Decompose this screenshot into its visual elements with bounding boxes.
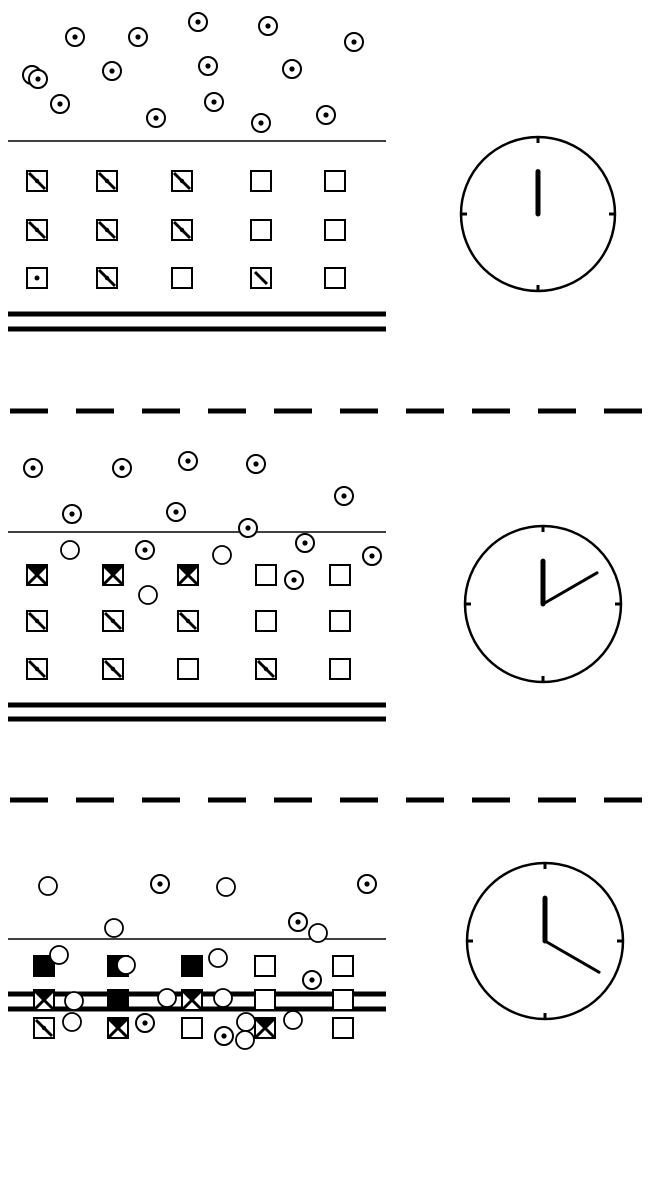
dotted-circle-center [57, 101, 62, 106]
grid-square-empty [333, 956, 353, 976]
open-circle [214, 989, 232, 1007]
dotted-circle-center [109, 68, 114, 73]
panel-3 [8, 863, 623, 1049]
grid-square-empty [333, 1018, 353, 1038]
dotted-circle-center [265, 23, 270, 28]
grid-square-empty [333, 990, 353, 1010]
dotted-circle-center [205, 63, 210, 68]
grid-square-dot [180, 228, 184, 232]
dotted-circle-center [69, 511, 74, 516]
grid-square-empty [255, 990, 275, 1010]
dotted-circle-center [309, 977, 314, 982]
grid-square-empty [182, 1018, 202, 1038]
grid-square-empty [325, 171, 345, 191]
dotted-circle-center [295, 919, 300, 924]
panel-2 [8, 452, 621, 719]
dotted-circle-center [72, 34, 77, 39]
grid-square-empty [330, 611, 350, 631]
grid-square-dot [186, 619, 190, 623]
open-circle [284, 1011, 302, 1029]
grid-square-empty [325, 220, 345, 240]
grid-square-dot [264, 667, 268, 671]
grid-square-dot [35, 179, 39, 183]
grid-square-empty [330, 565, 350, 585]
dotted-circle-center [245, 525, 250, 530]
open-circle [63, 1013, 81, 1031]
clock-icon [467, 863, 623, 1019]
dotted-circle-center [258, 120, 263, 125]
grid-square-dot [35, 228, 39, 232]
grid-square-dot [111, 619, 115, 623]
molecules [39, 875, 376, 1049]
open-circle [158, 989, 176, 1007]
molecules [23, 13, 363, 132]
dotted-circle-center [289, 66, 294, 71]
grid-square-empty [256, 565, 276, 585]
grid-square-dot [105, 228, 109, 232]
open-circle [237, 1013, 255, 1031]
dotted-circle-center [30, 465, 35, 470]
dotted-circle-center [185, 458, 190, 463]
dotted-circle-center [35, 76, 40, 81]
grid-square-empty [255, 956, 275, 976]
dotted-circle-center [153, 115, 158, 120]
dotted-circle-center [369, 553, 374, 558]
grid-square-dot [180, 179, 184, 183]
dotted-circle-center [221, 1033, 226, 1038]
dotted-circle-center [302, 540, 307, 545]
dotted-circle-center [291, 577, 296, 582]
grid-square-empty [256, 611, 276, 631]
grid-square-dot [105, 276, 109, 280]
grid-square-empty [251, 220, 271, 240]
grid-square-empty [178, 659, 198, 679]
dotted-circle-center [119, 465, 124, 470]
dotted-circle-center [157, 881, 162, 886]
dotted-circle-center [195, 19, 200, 24]
dotted-circle-center [142, 1020, 147, 1025]
dotted-circle-center [341, 493, 346, 498]
grid-square-empty [172, 268, 192, 288]
grid-square-dot [35, 667, 39, 671]
grid-square-empty [330, 659, 350, 679]
dotted-circle-center [351, 39, 356, 44]
grid-square-dot [111, 667, 115, 671]
grid-square-empty [251, 171, 271, 191]
dotted-circle-center [142, 547, 147, 552]
dotted-circle-center [211, 99, 216, 104]
dotted-circle-center [253, 461, 258, 466]
grid-square-dot [42, 1026, 46, 1030]
dotted-circle-center [173, 509, 178, 514]
open-circle [39, 877, 57, 895]
dotted-circle-center [135, 34, 140, 39]
grid-square-dot [105, 179, 109, 183]
open-circle [236, 1031, 254, 1049]
clock-icon [465, 526, 621, 682]
dotted-circle-center [323, 112, 328, 117]
grid-square-empty [325, 268, 345, 288]
open-circle [65, 992, 83, 1010]
molecules [24, 452, 381, 604]
dotted-circle-center [364, 881, 369, 886]
open-circle [209, 949, 227, 967]
site-grid [27, 171, 345, 288]
open-circle [61, 541, 79, 559]
grid-square-filled [182, 956, 202, 976]
open-circle [139, 586, 157, 604]
open-circle [309, 924, 327, 942]
grid-square-dot [35, 619, 39, 623]
open-circle [105, 919, 123, 937]
panel-1 [8, 13, 615, 329]
clock-icon [461, 137, 615, 291]
grid-square-dot [35, 276, 40, 281]
open-circle [117, 956, 135, 974]
open-circle [213, 546, 231, 564]
open-circle [50, 946, 68, 964]
open-circle [217, 878, 235, 896]
grid-square-filled [108, 990, 128, 1010]
